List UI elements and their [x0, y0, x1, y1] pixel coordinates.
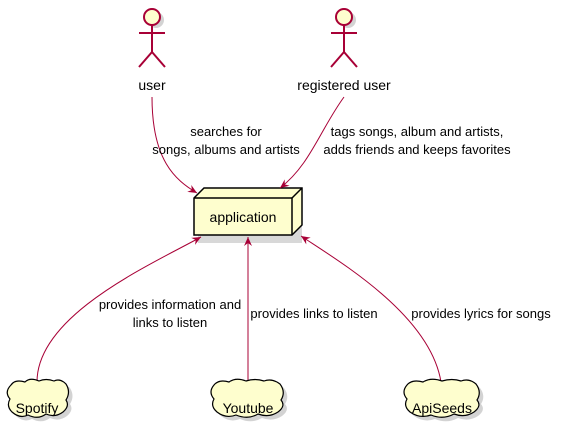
node-application-box	[193, 187, 303, 243]
actor-user-icon	[138, 8, 166, 68]
cloud-youtube-shape	[210, 378, 288, 422]
actor-registered-user[interactable]: registered user	[297, 8, 391, 93]
actor-registered-user-icon	[330, 8, 358, 68]
edge-apiseeds-label: provides lyrics for songs	[411, 306, 551, 321]
actor-registered-user-label: registered user	[297, 77, 391, 93]
node-application-label: application	[210, 209, 277, 225]
edge-registered-label-line-1: tags songs, album and artists,	[331, 124, 504, 139]
cloud-apiseeds-label: ApiSeeds	[412, 400, 472, 416]
edge-registered-label-line-2: adds friends and keeps favorites	[323, 142, 511, 157]
edge-user-to-application: searches for songs, albums and artists	[151, 96, 300, 194]
edge-spotify-label-line-1: provides information and	[99, 297, 241, 312]
edge-apiseeds-to-application: provides lyrics for songs	[300, 235, 551, 383]
edge-user-label-line-1: searches for	[190, 124, 262, 139]
cloud-spotify[interactable]: Spotify	[6, 378, 73, 422]
node-application[interactable]: application	[193, 187, 303, 243]
cloud-spotify-shape	[6, 378, 73, 422]
edge-user-label-line-2: songs, albums and artists	[152, 142, 300, 157]
cloud-youtube[interactable]: Youtube	[210, 378, 288, 422]
actor-user-label: user	[138, 77, 166, 93]
actor-user[interactable]: user	[138, 8, 166, 93]
cloud-apiseeds-shape	[403, 378, 484, 422]
edge-spotify-label-line-2: links to listen	[133, 315, 207, 330]
edge-youtube-label: provides links to listen	[250, 306, 377, 321]
cloud-spotify-label: Spotify	[16, 400, 59, 416]
edge-registered-user-to-application: tags songs, album and artists, adds frie…	[279, 96, 511, 189]
edge-youtube-to-application: provides links to listen	[244, 237, 378, 382]
edge-spotify-to-application: provides information and links to listen	[36, 236, 241, 383]
cloud-youtube-label: Youtube	[223, 400, 274, 416]
cloud-apiseeds[interactable]: ApiSeeds	[403, 378, 484, 422]
